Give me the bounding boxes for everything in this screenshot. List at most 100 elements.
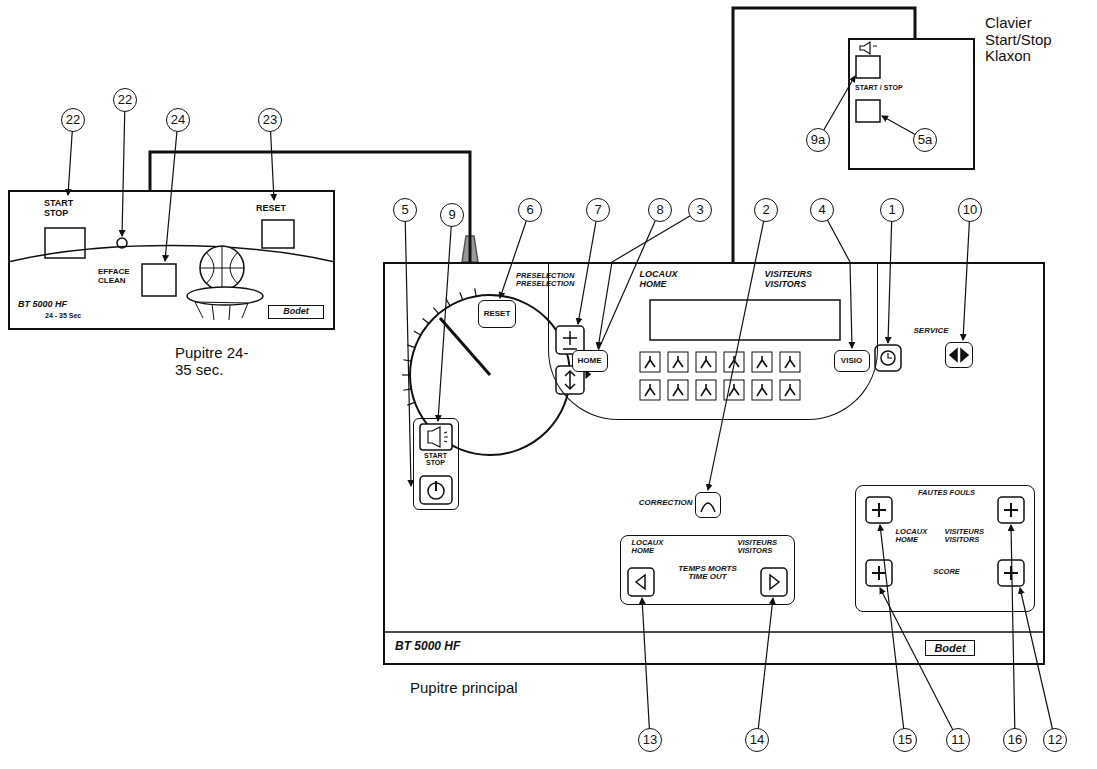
left-panel-parts [200, 246, 244, 290]
main-panel-parts [950, 349, 968, 361]
main-panel-parts [650, 300, 840, 340]
main-panel-parts [433, 308, 438, 314]
leader-lines [822, 210, 852, 348]
leader-lines [578, 210, 598, 324]
leader-lines [405, 210, 411, 486]
callout-number: 10 [958, 198, 982, 222]
button-label: RESET [256, 204, 300, 214]
leader-lines [963, 210, 970, 340]
callout-number: 4 [810, 198, 834, 222]
left-panel-parts [195, 302, 248, 320]
button-label: HOME [578, 357, 602, 366]
team-label: VISITEURS VISITORS [738, 539, 792, 556]
main-panel-parts [673, 384, 683, 396]
main-panel-parts [668, 380, 688, 400]
main-panel-parts [866, 560, 892, 586]
main-panel-parts [888, 353, 892, 358]
button-label: SERVICE [914, 327, 960, 336]
main-panel-parts [752, 380, 772, 400]
display-area: LOCAUX HOME VISITEURS VISITORS HOME VISIO [548, 262, 878, 420]
main-panel-parts [696, 380, 716, 400]
timeout-box: LOCAUX HOMEVISITEURS VISITORSTEMPS MORTS… [620, 535, 795, 605]
callout-number: 1 [880, 198, 904, 222]
main-panel-parts [770, 575, 779, 589]
button-label: START / STOP [855, 84, 927, 92]
main-panel-parts [696, 352, 716, 372]
main-panel-parts [645, 356, 655, 368]
leader-lines [888, 210, 892, 343]
main-panel-parts [673, 356, 683, 368]
model-name: BT 5000 HF [395, 640, 515, 653]
model-name: BT 5000 HF [18, 300, 108, 310]
callout-number: 13 [638, 728, 662, 752]
main-panel-parts [460, 292, 463, 300]
team-label: VISITEURS VISITORS [765, 270, 825, 290]
main-panel-parts [757, 356, 767, 368]
leader-lines [122, 100, 125, 236]
main-panel-parts [640, 380, 660, 400]
main-panel-parts [872, 566, 886, 580]
callout-number: 5a [913, 128, 937, 152]
main-panel-parts [383, 631, 1045, 633]
callout-number: 6 [518, 198, 542, 222]
main-panel-parts [628, 568, 654, 596]
left-panel-parts [142, 264, 176, 296]
left-panel-parts [8, 246, 335, 263]
main-panel-parts [998, 560, 1024, 586]
main-panel-parts [785, 356, 795, 368]
model-range: 24 - 35 Sec [45, 312, 115, 320]
callout-number: 14 [745, 728, 769, 752]
callout-number: 16 [1003, 728, 1027, 752]
main-panel-parts [640, 352, 800, 400]
preset-label: PRESELECTION PRESELECTION [516, 272, 578, 289]
callout-number: 8 [648, 198, 672, 222]
callout-number: 11 [946, 728, 970, 752]
button-label: START STOP [415, 452, 457, 467]
visio-button: VISIO [834, 350, 870, 372]
callout-number: 9 [440, 203, 464, 227]
main-panel-parts [565, 371, 575, 389]
main-panel-parts [757, 384, 767, 396]
main-panel-parts [780, 380, 800, 400]
main-panel-parts [701, 356, 711, 368]
start-stop-keypad: Clavier Start/Stop KlaxonSTART / STOP [848, 38, 975, 170]
main-panel-parts [875, 345, 901, 371]
callout-number: 23 [258, 108, 282, 132]
keypad-parts [860, 42, 877, 54]
keypad-parts [856, 100, 880, 122]
main-panel-parts [410, 295, 570, 455]
main-panel-parts [403, 360, 411, 361]
leader-lines [1011, 525, 1015, 740]
callout-number: 3 [688, 198, 712, 222]
main-panel-parts [881, 351, 895, 365]
leader-lines [598, 210, 700, 348]
score-label: SCORE [915, 568, 979, 576]
keypad-parts [856, 56, 880, 78]
correction-button: CORRECTION [695, 492, 721, 518]
main-panel-parts [407, 402, 415, 405]
callout-number: 12 [1043, 728, 1067, 752]
main-panel-parts [420, 476, 452, 504]
callout-number: 9a [806, 128, 830, 152]
panel-caption: Pupitre 24-35 sec. [175, 345, 260, 378]
button-label: EFFACE CLEAN [98, 268, 140, 286]
main-panel-parts [645, 384, 655, 396]
main-panel-parts [729, 384, 739, 396]
button-label: RESET [484, 310, 511, 319]
leader-lines [880, 525, 905, 740]
leader-lines [708, 210, 766, 490]
brand-logo: Bodet [268, 305, 324, 319]
panel-caption: Clavier Start/Stop Klaxon [985, 15, 1090, 65]
cable [150, 152, 470, 262]
button-label: VISIO [841, 357, 862, 366]
main-panel-parts [780, 352, 800, 372]
main-panel-parts [435, 481, 437, 491]
reset-button: RESET [478, 300, 516, 328]
main-panel-parts [636, 575, 645, 589]
team-label: LOCAUX HOME [640, 270, 690, 290]
team-label: LOCAUX HOME [896, 528, 942, 545]
main-panel-parts [640, 352, 660, 372]
cable [733, 8, 915, 262]
keypad-parts [856, 42, 880, 122]
